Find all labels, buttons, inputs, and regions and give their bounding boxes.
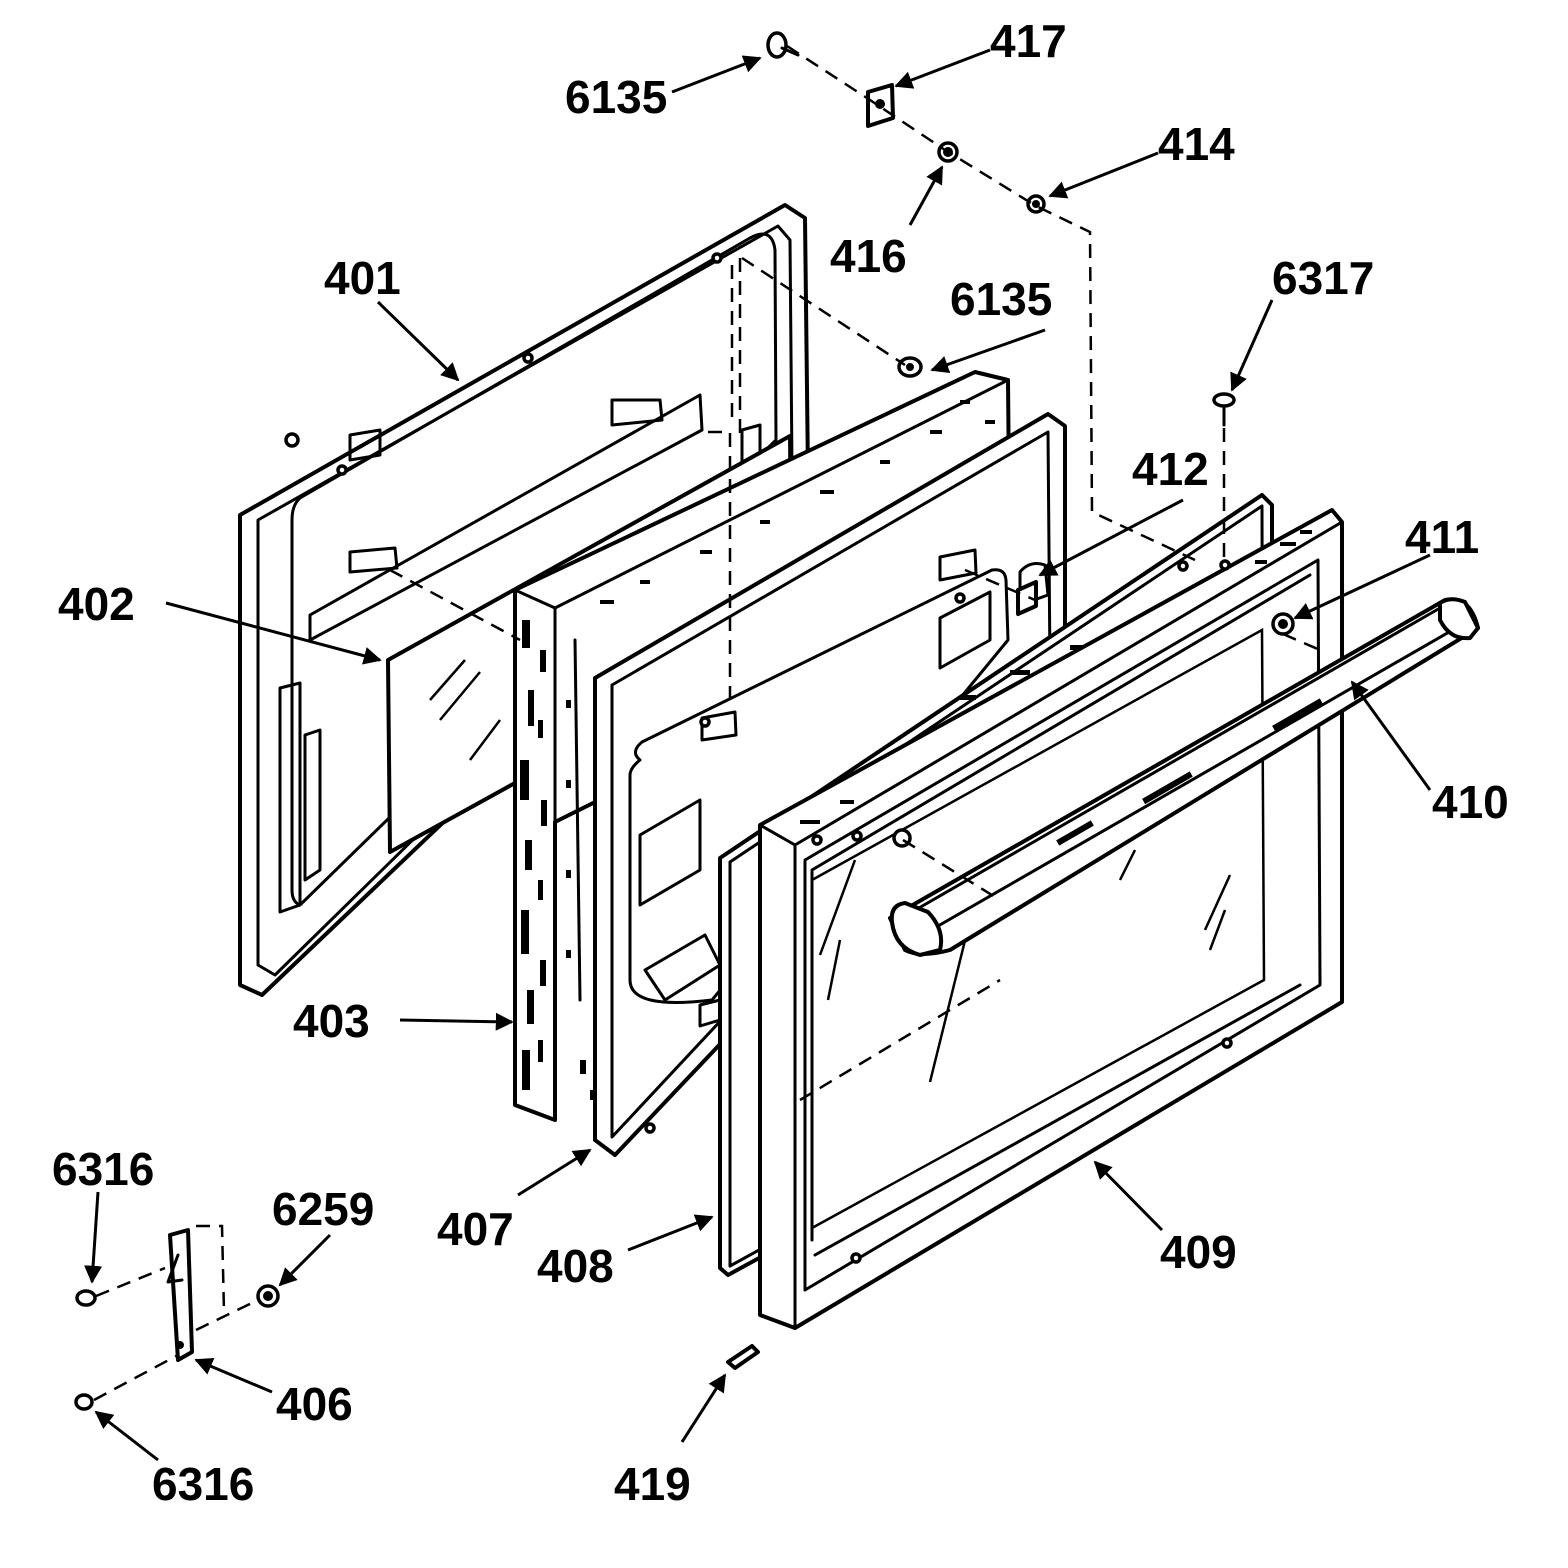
label-410: 410 [1432,776,1509,828]
label-409: 409 [1160,1226,1237,1278]
handle-410 [888,597,1480,957]
label-403: 403 [293,995,370,1047]
assembly-lines [93,44,1321,1402]
spacer-411 [1271,612,1295,636]
label-406: 406 [276,1378,353,1430]
label-6259: 6259 [272,1183,374,1235]
label-411: 411 [1405,511,1479,563]
screw-6135-mid [897,356,923,378]
label-402: 402 [58,578,135,630]
label-408: 408 [537,1240,614,1292]
bracket-412 [1016,580,1038,616]
label-407: 407 [437,1203,514,1255]
part-labels: 6135 417 414 416 401 6135 6317 412 411 4… [52,15,1509,1510]
label-6316-bottom: 6316 [152,1458,254,1510]
label-6135-mid: 6135 [950,273,1052,325]
label-6317: 6317 [1272,252,1374,304]
label-417: 417 [990,15,1067,67]
washer-414 [1026,194,1046,214]
label-412: 412 [1132,443,1209,495]
label-6316-top: 6316 [52,1143,154,1195]
label-419: 419 [614,1458,691,1510]
hinge-channel-406 [166,1228,194,1362]
label-401: 401 [324,252,401,304]
screw-6135-top [766,31,800,59]
leader-arrows [84,48,1432,1462]
nut-6259 [256,1284,280,1308]
label-416: 416 [830,230,907,282]
clip-417 [866,83,895,128]
label-414: 414 [1158,118,1235,170]
outer-frame-409 [758,508,1344,1330]
screw-6316-bottom [74,1393,94,1411]
clip-419 [726,1344,760,1370]
screw-6317 [1212,392,1236,427]
label-6135-top: 6135 [565,71,667,123]
screw-6316-top [75,1289,97,1307]
